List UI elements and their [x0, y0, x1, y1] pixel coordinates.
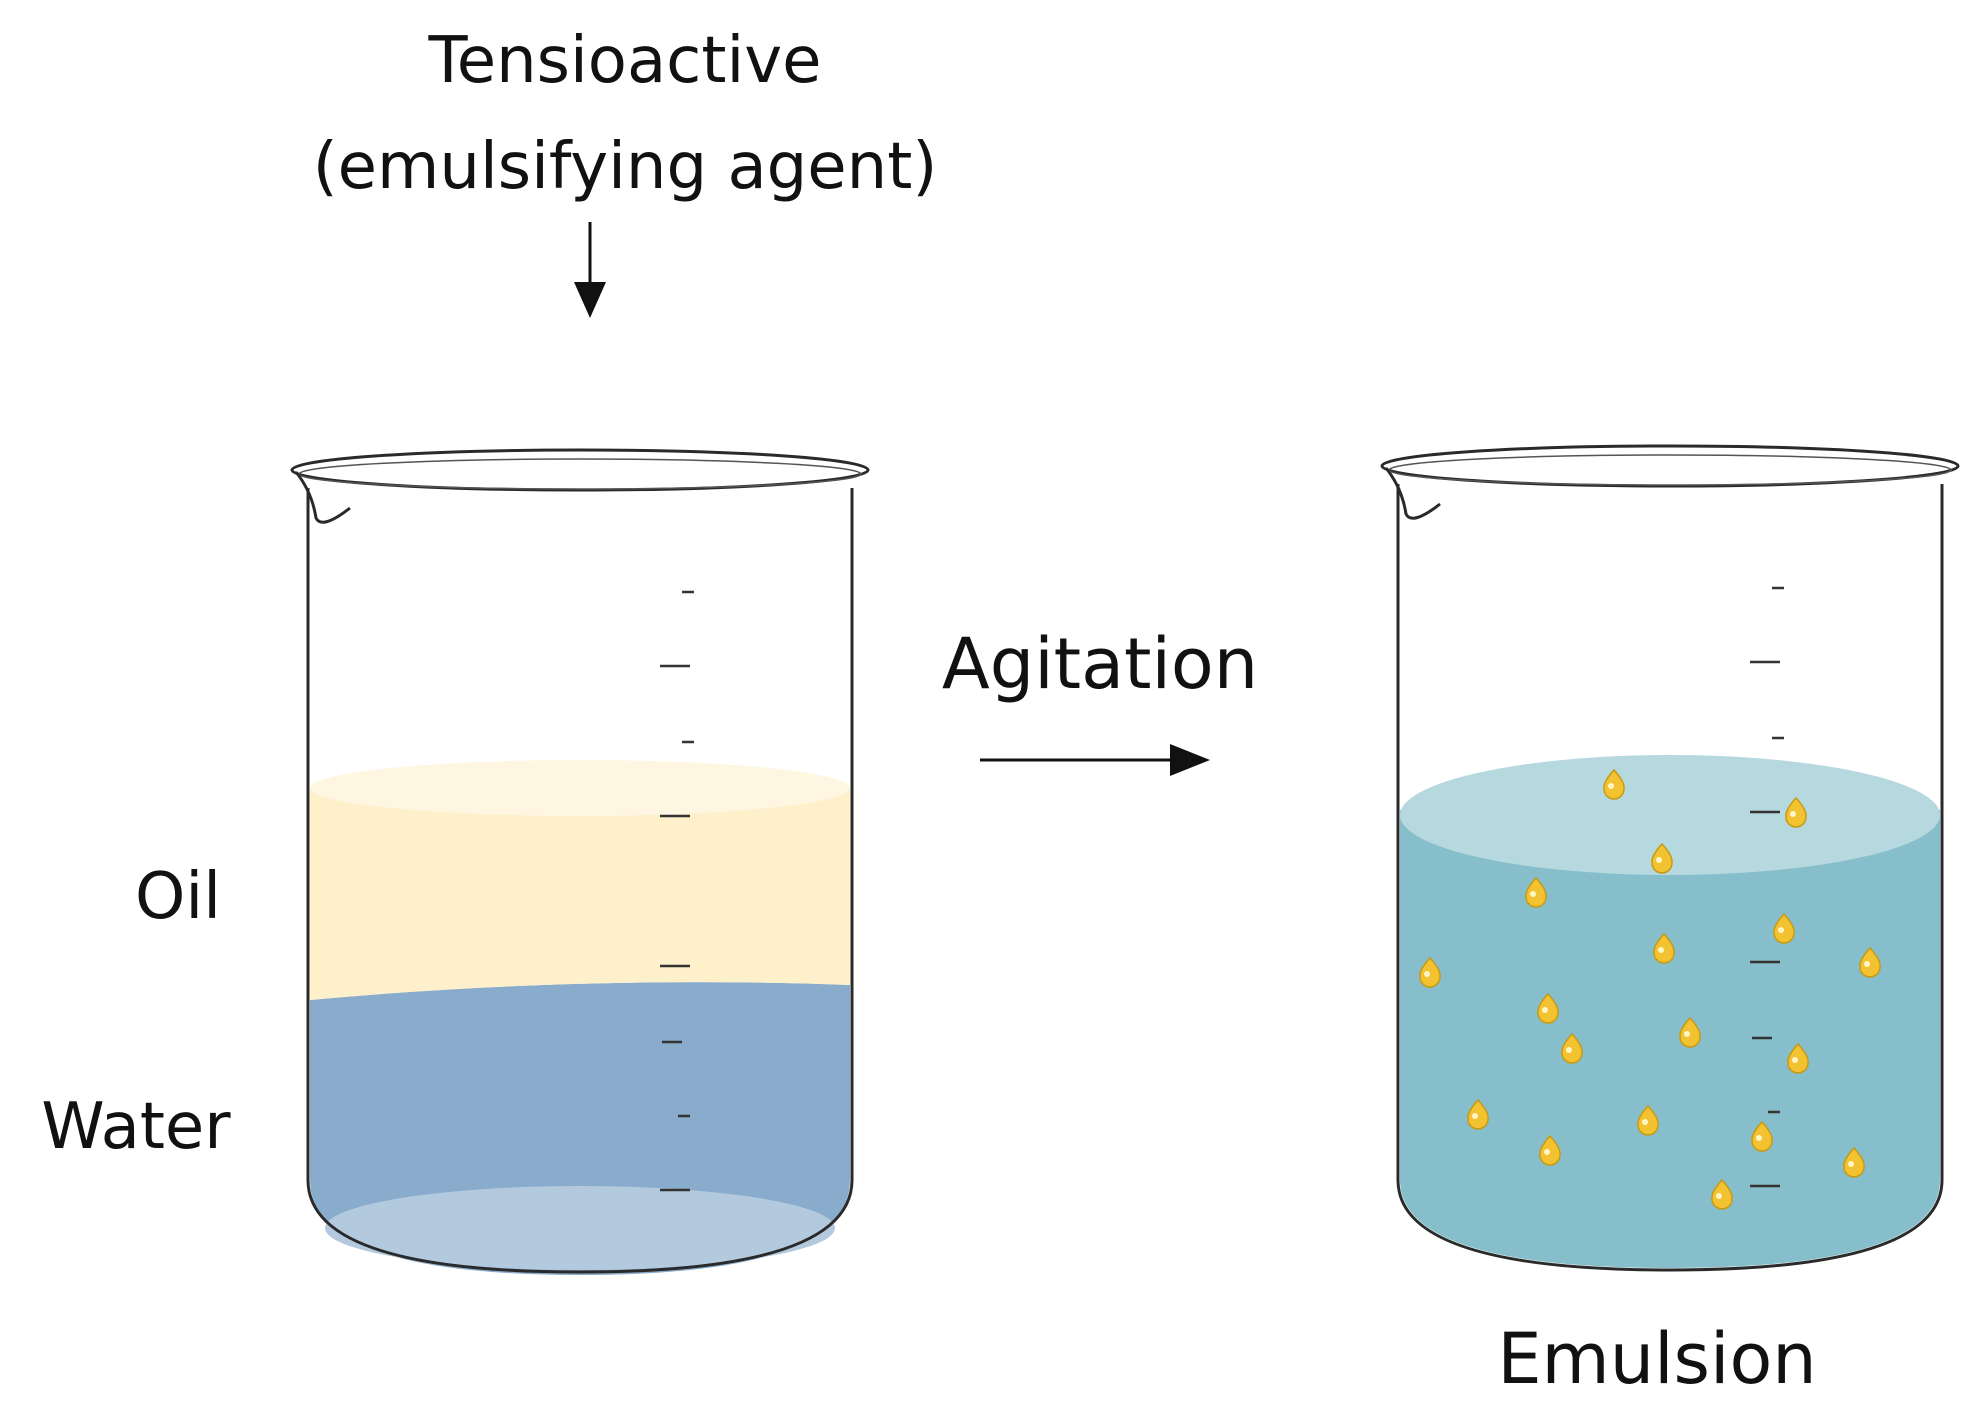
emulsion-liquid [1400, 810, 1940, 1268]
beaker-right-spout [1384, 467, 1441, 520]
droplet-highlight [1566, 1047, 1572, 1053]
oil-droplet-icon [1561, 1032, 1583, 1064]
oil-droplet-icon [1537, 992, 1559, 1024]
oil-droplet-icon [1751, 1120, 1773, 1152]
droplet-highlight [1778, 927, 1784, 933]
water-bottom-highlight [325, 1186, 835, 1270]
emulsion-top-surface [1400, 755, 1940, 875]
droplet-highlight [1642, 1119, 1648, 1125]
oil-droplet-icon [1525, 876, 1547, 908]
oil-droplet-icon [1653, 932, 1675, 964]
droplet-highlight [1658, 947, 1664, 953]
beaker-right [1380, 444, 1960, 1272]
oil-droplet-icon [1843, 1146, 1865, 1178]
droplet-highlight [1424, 971, 1430, 977]
oil-top-surface [310, 760, 850, 816]
additive-label-line2: (emulsifying agent) [313, 130, 938, 204]
droplet-highlight [1756, 1135, 1762, 1141]
oil-droplet-icon [1679, 1016, 1701, 1048]
graduation-marks-left [660, 590, 694, 1192]
droplet-highlight [1656, 857, 1662, 863]
oil-label: Oil [135, 860, 221, 934]
droplet-highlight [1716, 1193, 1722, 1199]
droplet-highlight [1608, 783, 1614, 789]
oil-droplet-icon [1467, 1098, 1489, 1130]
arrow-down-icon [574, 222, 606, 318]
beaker-left-glass [306, 488, 854, 1274]
beaker-right-glass [1396, 484, 1944, 1272]
droplet-highlight [1472, 1113, 1478, 1119]
droplet-highlight [1848, 1161, 1854, 1167]
oil-droplet-icon [1859, 946, 1881, 978]
additive-label-line1: Tensioactive [428, 24, 822, 98]
oil-droplet-icon [1419, 956, 1441, 988]
oil-droplet-icon [1637, 1104, 1659, 1136]
oil-droplet-icon [1711, 1178, 1733, 1210]
beaker-left-spout [294, 471, 351, 524]
beaker-left [290, 448, 870, 1275]
result-label: Emulsion [1497, 1318, 1816, 1400]
process-label: Agitation [942, 623, 1258, 705]
oil-droplets [1419, 768, 1881, 1210]
graduation-marks-right [1750, 586, 1784, 1188]
droplet-highlight [1544, 1149, 1550, 1155]
droplet-highlight [1530, 891, 1536, 897]
oil-droplet-icon [1785, 796, 1807, 828]
droplet-highlight [1864, 961, 1870, 967]
oil-droplet-icon [1773, 912, 1795, 944]
oil-droplet-icon [1603, 768, 1625, 800]
droplet-highlight [1542, 1007, 1548, 1013]
oil-droplet-icon [1651, 842, 1673, 874]
oil-droplet-icon [1787, 1042, 1809, 1074]
water-label: Water [41, 1090, 231, 1164]
beaker-left-rim [290, 448, 870, 492]
droplet-highlight [1792, 1057, 1798, 1063]
oil-droplet-icon [1539, 1134, 1561, 1166]
arrow-right-icon [980, 744, 1210, 776]
droplet-highlight [1684, 1031, 1690, 1037]
droplet-highlight [1790, 811, 1796, 817]
oil-layer [310, 790, 850, 1000]
beaker-right-rim [1380, 444, 1960, 488]
